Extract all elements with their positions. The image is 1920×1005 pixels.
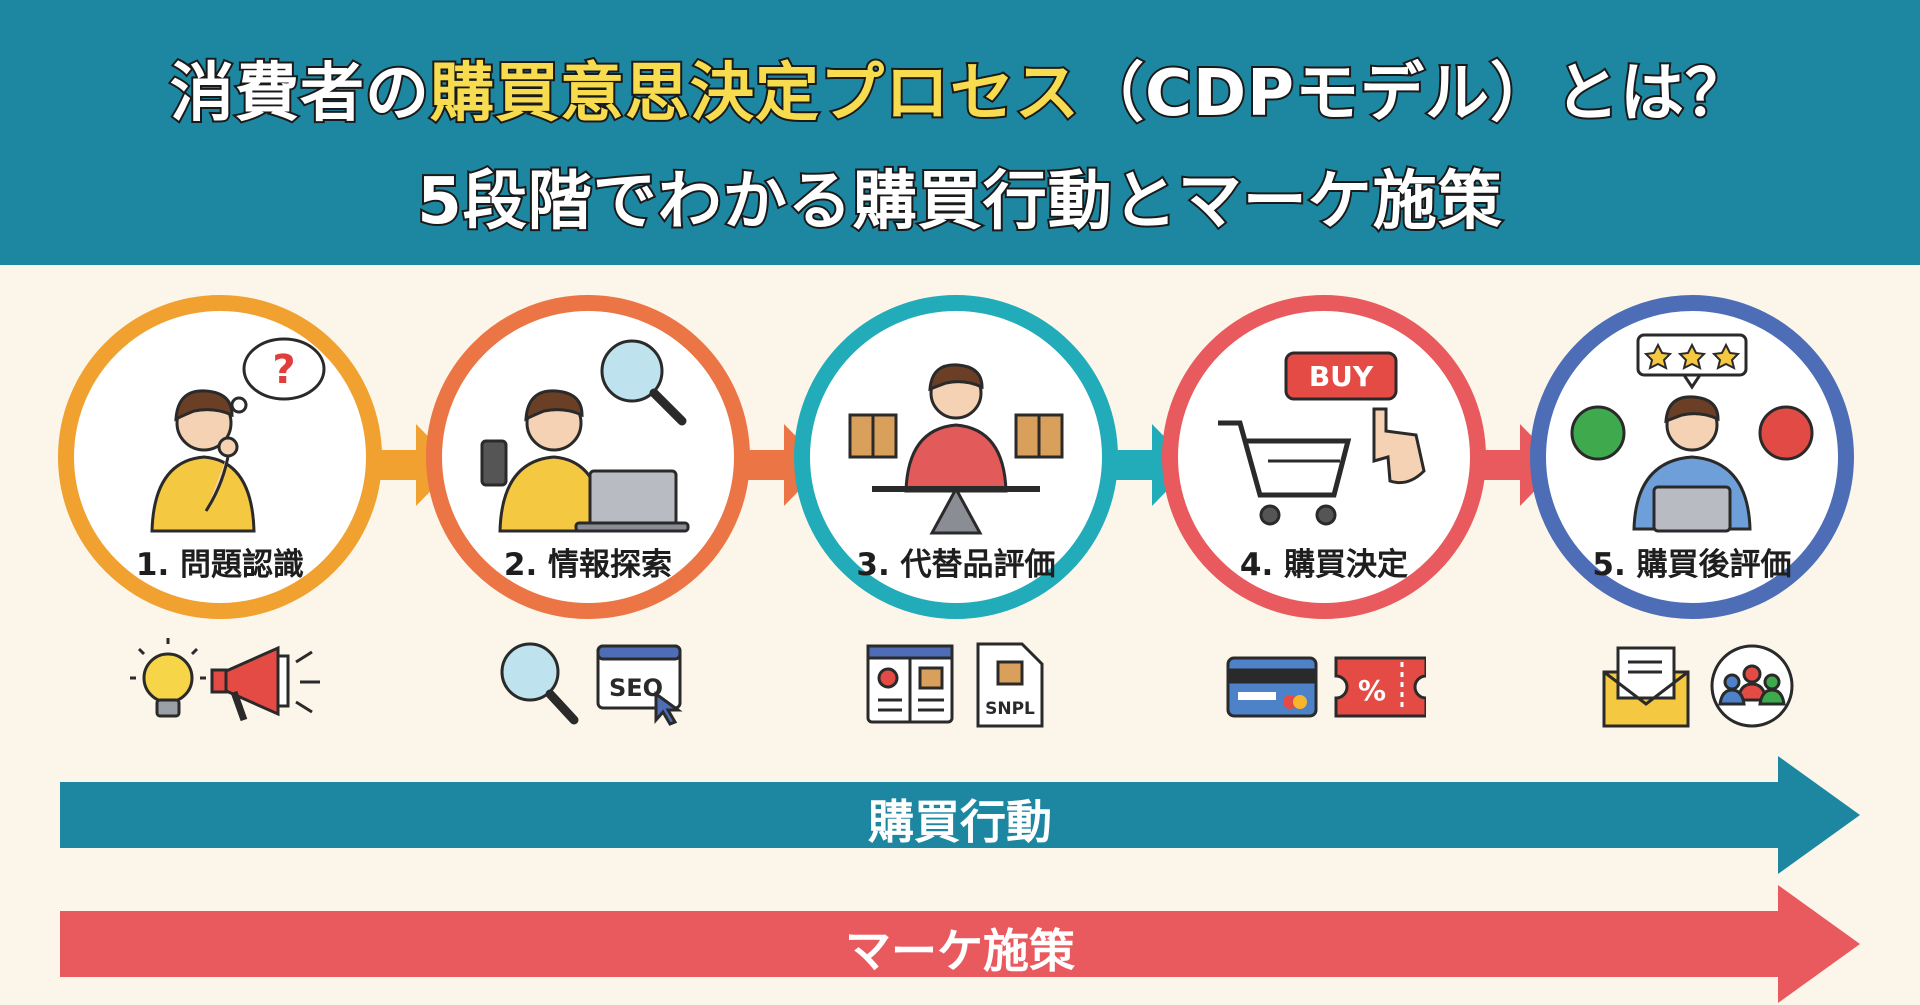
stage2-tools: SEO — [500, 642, 683, 726]
community-icon — [1710, 644, 1794, 728]
thinking-person-icon: ? — [150, 337, 326, 533]
searching-person-icon — [480, 339, 690, 533]
stage1-tools — [130, 638, 320, 722]
buy-button-text: BUY — [1309, 360, 1374, 393]
stage-label: 2. 情報探索 — [503, 547, 673, 583]
title-suffix: （CDPモデル）とは？ — [1078, 55, 1751, 133]
connector-arrow-1 — [378, 424, 456, 506]
marketing-label: マーケ施策 — [845, 924, 1075, 978]
connector-arrow-4 — [1482, 424, 1560, 506]
stage-information-search: 2. 情報探索 — [426, 295, 750, 619]
stage-problem-recognition: ? 1. 問題認識 — [58, 295, 382, 619]
comparing-person-icon — [848, 363, 1064, 535]
reviewing-person-icon — [1570, 333, 1814, 533]
seo-text: SEO — [609, 674, 663, 702]
stage3-tools: SNPL — [866, 642, 1044, 728]
page-title-line1: 消費者の購買意思決定プロセス（CDPモデル）とは？ — [0, 42, 1920, 134]
purchase-behavior-arrow — [60, 756, 1860, 874]
seo-browser-icon — [596, 644, 683, 726]
coupon-icon — [1334, 656, 1426, 718]
stage4-tools: % — [1226, 656, 1426, 718]
magnifier-icon — [500, 642, 579, 725]
buying-cart-icon: BUY — [1218, 351, 1426, 526]
stage-label: 1. 問題認識 — [135, 547, 305, 583]
title-highlight: 購買意思決定プロセス — [428, 55, 1081, 133]
connector-arrow-3 — [1114, 424, 1192, 506]
stage-purchase-decision: BUY 4. 購買決定 — [1162, 295, 1486, 619]
purchase-behavior-flow: 購買行動 — [60, 756, 1860, 874]
stage-label: 5. 購買後評価 — [1592, 547, 1792, 583]
coupon-percent: % — [1358, 674, 1386, 707]
question-mark: ? — [272, 347, 295, 393]
title-prefix: 消費者の — [168, 55, 431, 133]
snpl-text: SNPL — [985, 699, 1035, 719]
stage-post-purchase-evaluation: 5. 購買後評価 — [1530, 295, 1854, 619]
stage-alternative-evaluation: 3. 代替品評価 — [794, 295, 1118, 619]
stage-label: 3. 代替品評価 — [856, 547, 1056, 583]
purchase-behavior-label: 購買行動 — [868, 795, 1052, 849]
mail-icon — [1602, 646, 1690, 728]
comparison-sheet-icon — [866, 644, 954, 724]
header-banner: 消費者の購買意思決定プロセス（CDPモデル）とは？ 5段階でわかる購買行動とマー… — [0, 0, 1920, 265]
megaphone-icon — [210, 645, 320, 722]
page-title-line2: 5段階でわかる購買行動とマーケ施策 — [415, 163, 1504, 241]
snpl-document-icon — [976, 642, 1044, 728]
connector-arrow-2 — [746, 424, 824, 506]
credit-card-icon — [1226, 656, 1318, 718]
marketing-flow: マーケ施策 — [60, 885, 1860, 1003]
stage5-tools — [1602, 644, 1794, 728]
marketing-arrow — [60, 885, 1860, 1003]
lightbulb-icon — [130, 638, 206, 718]
stage-label: 4. 購買決定 — [1239, 547, 1409, 583]
